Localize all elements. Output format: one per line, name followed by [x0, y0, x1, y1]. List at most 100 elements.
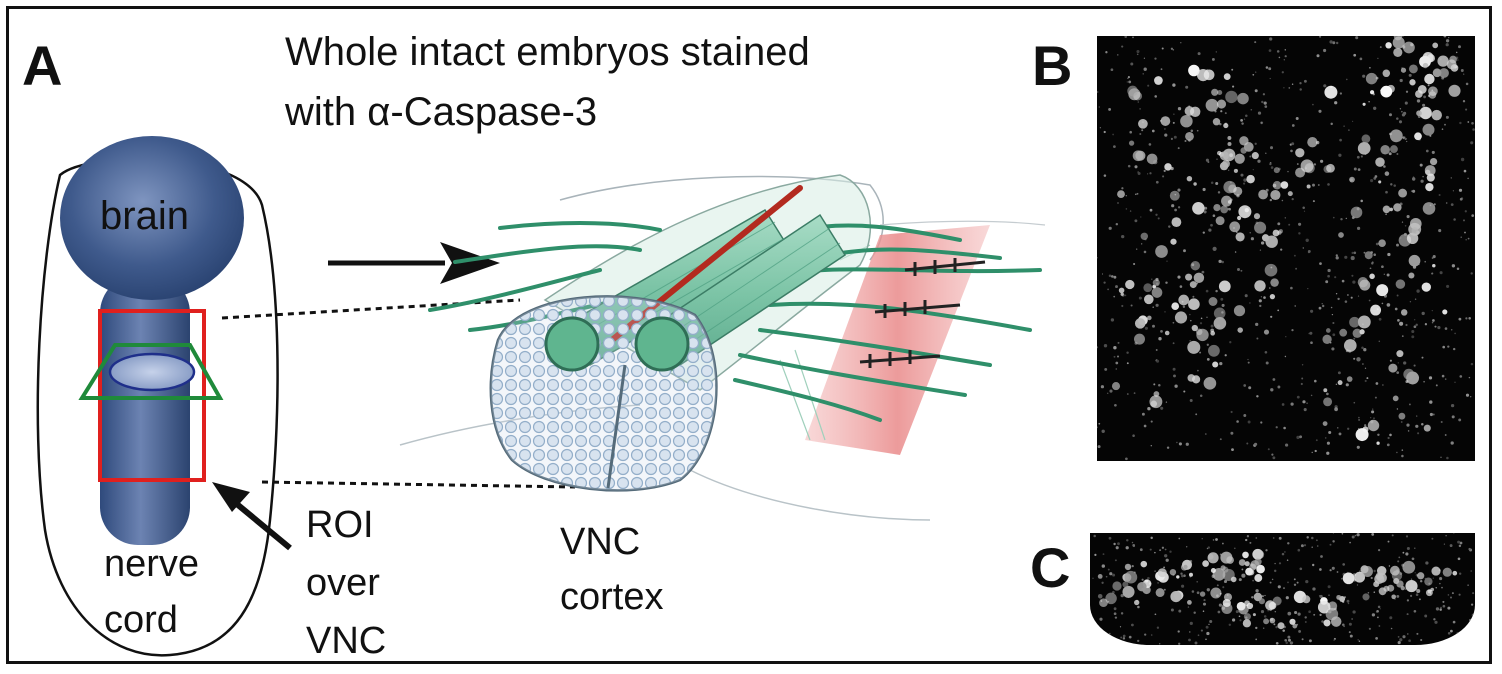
speckle: [1469, 618, 1472, 622]
speckle: [1296, 395, 1300, 399]
apoptotic-cell-blob: [1258, 189, 1268, 200]
apoptotic-cell-blob: [1154, 76, 1163, 85]
speckle: [1130, 304, 1133, 307]
speckle: [1241, 568, 1244, 571]
speckle: [1224, 112, 1227, 115]
speckle: [1263, 296, 1266, 299]
speckle: [1115, 361, 1119, 365]
apoptotic-cell-blob: [1256, 564, 1265, 574]
speckle: [1452, 190, 1454, 192]
speckle: [1159, 549, 1162, 552]
roi-label-line-3: VNC: [306, 620, 387, 662]
speckle: [1134, 219, 1138, 223]
apoptotic-cell-blob: [1324, 85, 1338, 99]
speckle: [1460, 236, 1462, 238]
speckle: [1108, 107, 1112, 111]
speckle: [1389, 433, 1392, 437]
speckle: [1141, 129, 1144, 132]
speckle: [1176, 441, 1178, 444]
apoptotic-cell-blob: [1210, 330, 1216, 336]
speckle: [1179, 285, 1183, 288]
speckle: [1144, 326, 1148, 330]
speckle: [1164, 548, 1167, 551]
speckle: [1185, 85, 1189, 89]
speckle: [1113, 355, 1116, 358]
speckle: [1274, 610, 1277, 613]
speckle: [1404, 225, 1407, 227]
speckle: [1112, 133, 1114, 136]
speckle: [1334, 101, 1338, 105]
apoptotic-cell-blob: [1386, 303, 1391, 307]
speckle: [1373, 569, 1376, 573]
apoptotic-cell-blob: [1350, 256, 1355, 261]
speckle: [1162, 175, 1165, 178]
speckle: [1439, 271, 1443, 275]
speckle: [1138, 296, 1142, 300]
speckle: [1472, 128, 1475, 131]
speckle: [1435, 384, 1438, 387]
speckle: [1174, 208, 1177, 212]
speckle: [1445, 115, 1449, 119]
speckle: [1343, 625, 1346, 628]
speckle: [1168, 225, 1171, 228]
apoptotic-cell-blob: [1220, 551, 1233, 564]
speckle: [1261, 100, 1264, 104]
apoptotic-cell-blob: [1215, 181, 1219, 186]
apoptotic-cell-blob: [1287, 611, 1292, 616]
speckle: [1303, 79, 1307, 83]
speckle: [1389, 616, 1393, 620]
speckle: [1278, 562, 1282, 565]
speckle: [1177, 275, 1181, 279]
apoptotic-cell-blob: [1342, 572, 1355, 585]
speckle: [1374, 175, 1378, 178]
speckle: [1143, 250, 1147, 254]
apoptotic-cell-blob: [1273, 167, 1280, 174]
speckle: [1199, 322, 1203, 325]
speckle: [1326, 441, 1330, 445]
speckle: [1358, 418, 1361, 421]
speckle: [1361, 363, 1364, 365]
speckle: [1141, 578, 1144, 581]
speckle: [1407, 430, 1410, 432]
speckle: [1205, 625, 1209, 629]
speckle: [1178, 537, 1181, 540]
speckle: [1160, 330, 1163, 333]
apoptotic-cell-blob: [1432, 42, 1439, 49]
speckle: [1247, 358, 1249, 361]
speckle: [1186, 546, 1188, 548]
speckle: [1302, 400, 1306, 404]
speckle: [1165, 281, 1168, 284]
apoptotic-cell-blob: [1400, 67, 1407, 73]
apoptotic-cell-blob: [1395, 279, 1406, 289]
speckle: [1137, 639, 1140, 643]
speckle: [1396, 371, 1400, 374]
apoptotic-cell-blob: [1212, 361, 1219, 368]
speckle: [1402, 136, 1405, 139]
roi-label-line-2: over: [306, 562, 380, 604]
speckle: [1319, 613, 1322, 617]
apoptotic-cell-blob: [1105, 592, 1117, 605]
speckle: [1313, 613, 1316, 616]
apoptotic-cell-blob: [1392, 36, 1405, 49]
speckle: [1154, 551, 1156, 554]
speckle: [1439, 608, 1442, 611]
speckle: [1172, 321, 1175, 324]
apoptotic-cell-blob: [1300, 159, 1314, 173]
speckle: [1338, 432, 1342, 436]
speckle: [1100, 385, 1104, 389]
apoptotic-cell-blob: [1240, 147, 1247, 154]
speckle: [1255, 537, 1258, 539]
speckle: [1397, 641, 1401, 645]
speckle: [1277, 385, 1281, 389]
speckle: [1442, 604, 1446, 608]
apoptotic-cell-blob: [1322, 421, 1328, 426]
speckle: [1117, 341, 1120, 344]
speckle: [1129, 130, 1132, 134]
speckle: [1197, 369, 1199, 372]
speckle: [1458, 188, 1463, 192]
apoptotic-cell-blob: [1184, 106, 1195, 116]
speckle: [1427, 84, 1430, 87]
speckle: [1131, 541, 1134, 544]
speckle: [1370, 417, 1372, 419]
speckle: [1378, 340, 1381, 343]
